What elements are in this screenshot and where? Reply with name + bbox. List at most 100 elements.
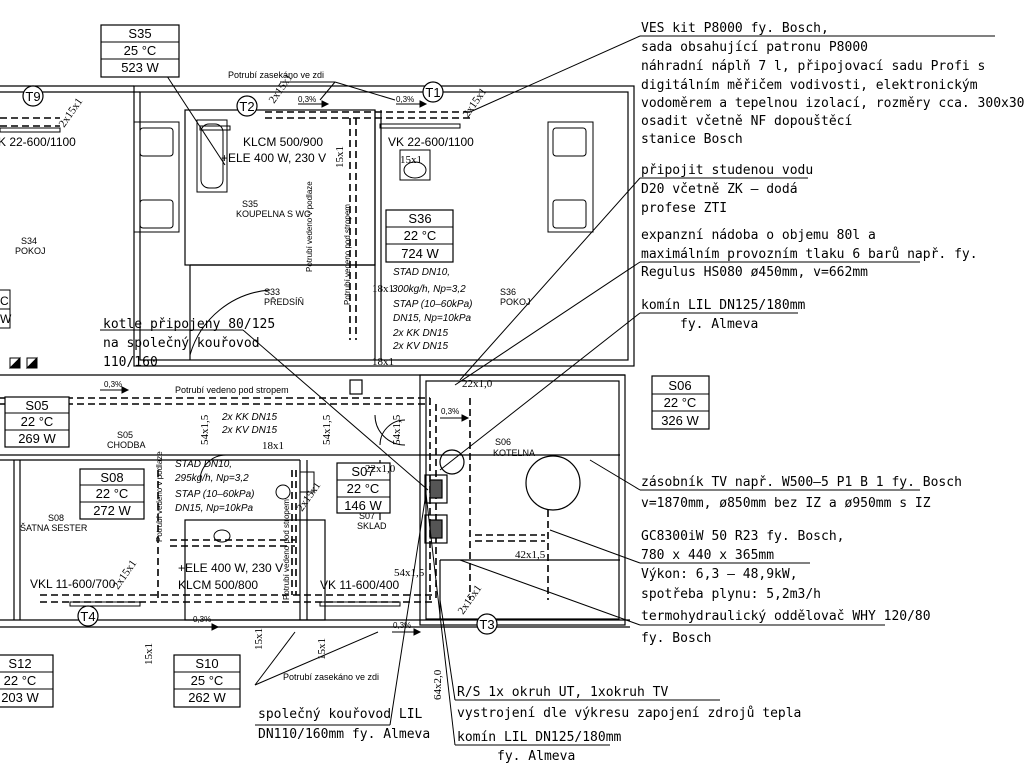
pipe-dim: 2x15x1 — [57, 96, 86, 130]
room-desc: ŠATNA SESTER — [20, 523, 88, 533]
circuit-tag-labels: T9 T2 T1 T4 T3 — [25, 85, 494, 632]
note-boilers: kotle připojeny 80/125 — [103, 317, 275, 332]
room-box-temp: 22 °C — [664, 395, 697, 410]
pipes — [0, 111, 549, 603]
valve-spec-line: STAP (10–60kPa) — [175, 489, 254, 500]
room-box-name: S10 — [195, 656, 218, 671]
pipe-dim: 15x1 — [316, 638, 328, 660]
radiator-label: VK 22-600/1100 — [388, 135, 474, 149]
pipe-dim: 22x1,0 — [365, 463, 396, 475]
note-gc: spotřeba plynu: 5,2m3/h — [641, 587, 821, 602]
pipe-dim: 22x1,0 — [462, 378, 493, 390]
slope-label: 0,3% — [441, 407, 459, 416]
pipe-dim: 54x1,5 — [391, 414, 403, 445]
note-ves: VES kit P8000 fy. Bosch, — [641, 21, 829, 36]
valve-spec-line: 300kg/h, Np=3,2 — [392, 284, 466, 295]
room-box-power: 523 W — [121, 60, 159, 75]
pipe-dim: 15x1 — [253, 628, 265, 650]
room-box-S08: S08 22 °C 272 W — [79, 468, 145, 520]
note-storage: zásobník TV např. W500–5 P1 B 1 fy. Bosc… — [641, 475, 962, 490]
pipe-dim: 2x15x1 — [111, 558, 140, 592]
tag-t9: T9 — [25, 89, 40, 104]
room-label: S05 — [117, 430, 133, 440]
room-box-S36: S36 22 °C 724 W — [385, 209, 454, 263]
tag-t2: T2 — [239, 99, 254, 114]
room-label: S33 — [264, 287, 280, 297]
note-cold-water: připojit studenou vodu — [641, 163, 813, 178]
note-boilers: 110/160 — [103, 355, 158, 370]
room-box-temp: 25 °C — [191, 673, 224, 688]
valve-spec-line: STAD DN10, — [175, 459, 232, 470]
pipe-dim: 54x1,5 — [321, 414, 333, 445]
pipe-dim: 42x1,5 — [515, 549, 546, 561]
note-ves: vodoměrem a tepelnou izolací, rozměry cc… — [641, 96, 1024, 111]
pipe-dim: 15x1 — [400, 154, 422, 166]
note-expansion: maximálním provozním tlaku 6 barů např. … — [641, 247, 978, 262]
valve-spec-top: STAD DN10, 300kg/h, Np=3,2 STAP (10–60kP… — [392, 267, 472, 352]
circuit-tags — [22, 81, 498, 635]
pipe-dim: 64x2,0 — [432, 669, 444, 700]
pipe-dim: 18x1 — [262, 440, 284, 452]
room-label: S08 — [48, 513, 64, 523]
note-rs: vystrojení dle výkresu zapojení zdrojů t… — [457, 706, 801, 721]
room-desc: SKLAD — [357, 521, 387, 531]
room-label: S06 — [495, 437, 511, 447]
radiator-label: +ELE 400 W, 230 V — [221, 151, 326, 165]
walls — [0, 85, 635, 628]
notes-bottom: kotle připojeny 80/125 na společný kouřo… — [103, 317, 801, 764]
pipe-note: Potrubí vedeno pod stropem — [343, 204, 352, 305]
note-chimney-top: komín LIL DN125/180mm — [641, 298, 806, 313]
valve-spec-line: 2x KV DN15 — [392, 341, 448, 352]
note-gc: fy. Bosch — [641, 631, 711, 646]
radiator-label: K 22-600/1100 — [0, 135, 76, 149]
slope-label: 0,3% — [396, 95, 414, 104]
valve-spec-line: 2x KK DN15 — [221, 412, 277, 423]
room-box-S35: S35 25 °C 523 W — [100, 24, 180, 78]
room-box-temp: 22 °C — [347, 481, 380, 496]
room-box-S05: S05 22 °C 269 W — [4, 396, 70, 448]
pipe-note: Potrubí zasekáno ve zdi — [283, 672, 379, 682]
notes-right: VES kit P8000 fy. Bosch, sada obsahující… — [641, 21, 1024, 646]
note-chimney-bottom: fy. Almeva — [497, 749, 575, 764]
room-box-power: 203 W — [1, 690, 39, 705]
room-box-name: S36 — [408, 211, 431, 226]
room-desc: POKOJ — [15, 246, 46, 256]
pipe-note: Potrubí vedeno v podlaze — [155, 451, 164, 542]
valve-spec-line: STAD DN10, — [393, 267, 450, 278]
note-common-flue: společný kouřovod LIL — [258, 707, 423, 722]
tag-t3: T3 — [479, 617, 494, 632]
pipe-dim: 18x1 — [372, 356, 394, 368]
valve-spec-bottom: 2x KK DN15 2x KV DN15 STAD DN10, 295kg/h… — [174, 412, 277, 514]
note-ves: sada obsahující patronu P8000 — [641, 40, 868, 55]
valve-spec-line: DN15, Np=10kPa — [393, 313, 472, 324]
pipe-dim: 15x1 — [143, 643, 155, 665]
pipe-dim: 2x15x1 — [456, 583, 485, 617]
radiators — [0, 123, 461, 607]
room-box-S12: S12 22 °C 203 W — [0, 654, 54, 708]
room-box-name: S12 — [8, 656, 31, 671]
note-gc: GC8300iW 50 R23 fy. Bosch, — [641, 529, 845, 544]
room-box-temp: 22 °C — [21, 414, 54, 429]
note-rs: R/S 1x okruh UT, 1xokruh TV — [457, 685, 668, 700]
room-box-fragment: C — [0, 294, 9, 308]
room-label: S07 — [359, 511, 375, 521]
valve-spec-line: 2x KK DN15 — [392, 328, 448, 339]
pipe-note: Potrubí vedeno pod stropem — [282, 499, 291, 600]
pipe-dim: 54x1,5 — [394, 567, 425, 579]
pipe-dim: 15x1 — [334, 146, 346, 168]
pipe-note: Potrubí vedeno v podlaze — [305, 181, 314, 272]
room-box-temp: 22 °C — [4, 673, 37, 688]
room-box-S10: S10 25 °C 262 W — [173, 654, 241, 708]
radiator-label: +ELE 400 W, 230 V — [178, 561, 283, 575]
room-desc: KOTELNA — [493, 448, 535, 458]
room-box-power: 272 W — [93, 503, 131, 518]
note-expansion: Regulus HS080 ø450mm, v=662mm — [641, 265, 868, 280]
slope-label: 0,3% — [393, 621, 411, 630]
note-expansion: expanzní nádoba o objemu 80l a — [641, 228, 876, 243]
tag-t1: T1 — [425, 85, 440, 100]
room-box-name: S06 — [668, 378, 691, 393]
room-label: S35 — [242, 199, 258, 209]
valve-spec-line: DN15, Np=10kPa — [175, 503, 254, 514]
room-box-power: 326 W — [661, 413, 699, 428]
